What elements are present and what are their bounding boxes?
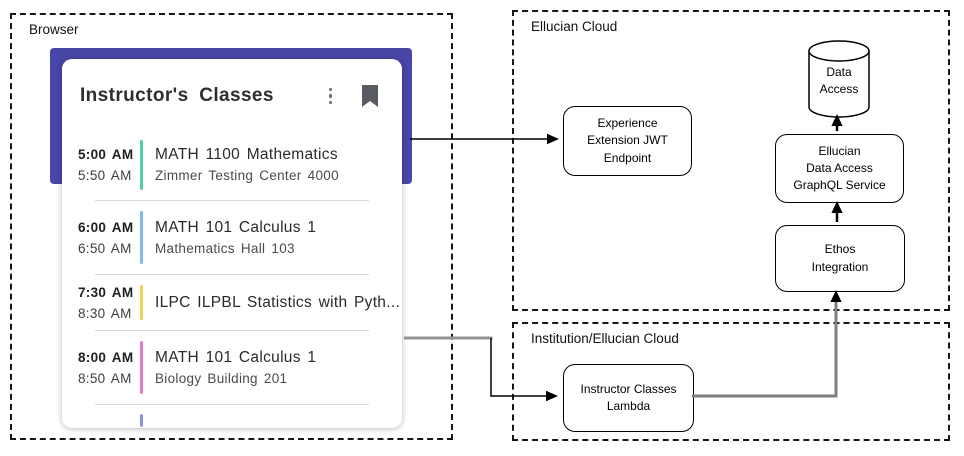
card-header: Instructor's Classes <box>62 59 402 123</box>
divider <box>95 330 369 331</box>
institution-cloud-label: Institution/Ellucian Cloud <box>531 331 679 346</box>
jwt-endpoint-node: Experience Extension JWT Endpoint <box>563 106 692 176</box>
accent-bar <box>140 211 143 264</box>
course-location: Zimmer Testing Center 4000 <box>155 168 339 183</box>
start-time: 7:30 AM <box>78 284 134 300</box>
start-time: 5:00 AM <box>78 147 134 162</box>
start-time: 6:00 AM <box>78 219 134 235</box>
database-label: Data Access <box>819 65 859 97</box>
accent-bar <box>140 140 143 190</box>
graphql-service-node: Ellucian Data Access GraphQL Service <box>775 134 904 203</box>
course-location: Mathematics Hall 103 <box>155 240 295 256</box>
course-name: MATH 101 Calculus 1 <box>155 218 317 236</box>
accent-bar <box>140 414 143 427</box>
next-entry-peek <box>62 405 402 427</box>
course-name: MATH 1100 Mathematics <box>155 146 338 163</box>
data-access-database-node: Data Access <box>808 40 870 118</box>
accent-bar <box>140 341 143 394</box>
divider <box>95 200 369 201</box>
accent-bar <box>140 285 143 320</box>
end-time: 5:50 AM <box>78 168 132 183</box>
lambda-node: Instructor Classes Lambda <box>563 364 694 432</box>
class-list-item[interactable]: 7:30 AM 8:30 AM ILPC ILPBL Statistics wi… <box>62 275 402 330</box>
browser-label: Browser <box>29 22 79 37</box>
divider <box>95 274 369 275</box>
course-name: MATH 101 Calculus 1 <box>155 348 317 366</box>
end-time: 8:50 AM <box>78 370 132 386</box>
course-location: Biology Building 201 <box>155 370 288 386</box>
instructor-classes-card: Instructor's Classes 5:00 AM 5:50 AM MAT… <box>62 59 402 428</box>
end-time: 8:30 AM <box>78 305 132 321</box>
class-list-item[interactable]: 6:00 AM 6:50 AM MATH 101 Calculus 1 Math… <box>62 201 402 274</box>
ethos-integration-node: Ethos Integration <box>775 225 905 292</box>
institution-cloud-container: Institution/Ellucian Cloud Instructor Cl… <box>512 322 950 441</box>
course-name: ILPC ILPBL Statistics with Pyth... <box>155 293 401 311</box>
card-title: Instructor's Classes <box>80 85 274 106</box>
start-time: 8:00 AM <box>78 349 134 365</box>
bookmark-icon[interactable] <box>360 85 380 107</box>
kebab-menu-icon[interactable] <box>323 84 339 109</box>
divider <box>95 404 369 405</box>
class-list-item[interactable]: 5:00 AM 5:50 AM MATH 1100 Mathematics Zi… <box>62 130 402 200</box>
database-cylinder-icon <box>808 40 870 118</box>
ellucian-cloud-container: Ellucian Cloud Experience Extension JWT … <box>512 10 950 311</box>
class-list: 5:00 AM 5:50 AM MATH 1100 Mathematics Zi… <box>62 123 402 427</box>
class-list-item[interactable]: 8:00 AM 8:50 AM MATH 101 Calculus 1 Biol… <box>62 331 402 404</box>
browser-container: Browser Instructor's Classes 5:00 AM 5:5… <box>10 13 453 440</box>
ellucian-cloud-label: Ellucian Cloud <box>531 19 618 34</box>
end-time: 6:50 AM <box>78 240 132 256</box>
